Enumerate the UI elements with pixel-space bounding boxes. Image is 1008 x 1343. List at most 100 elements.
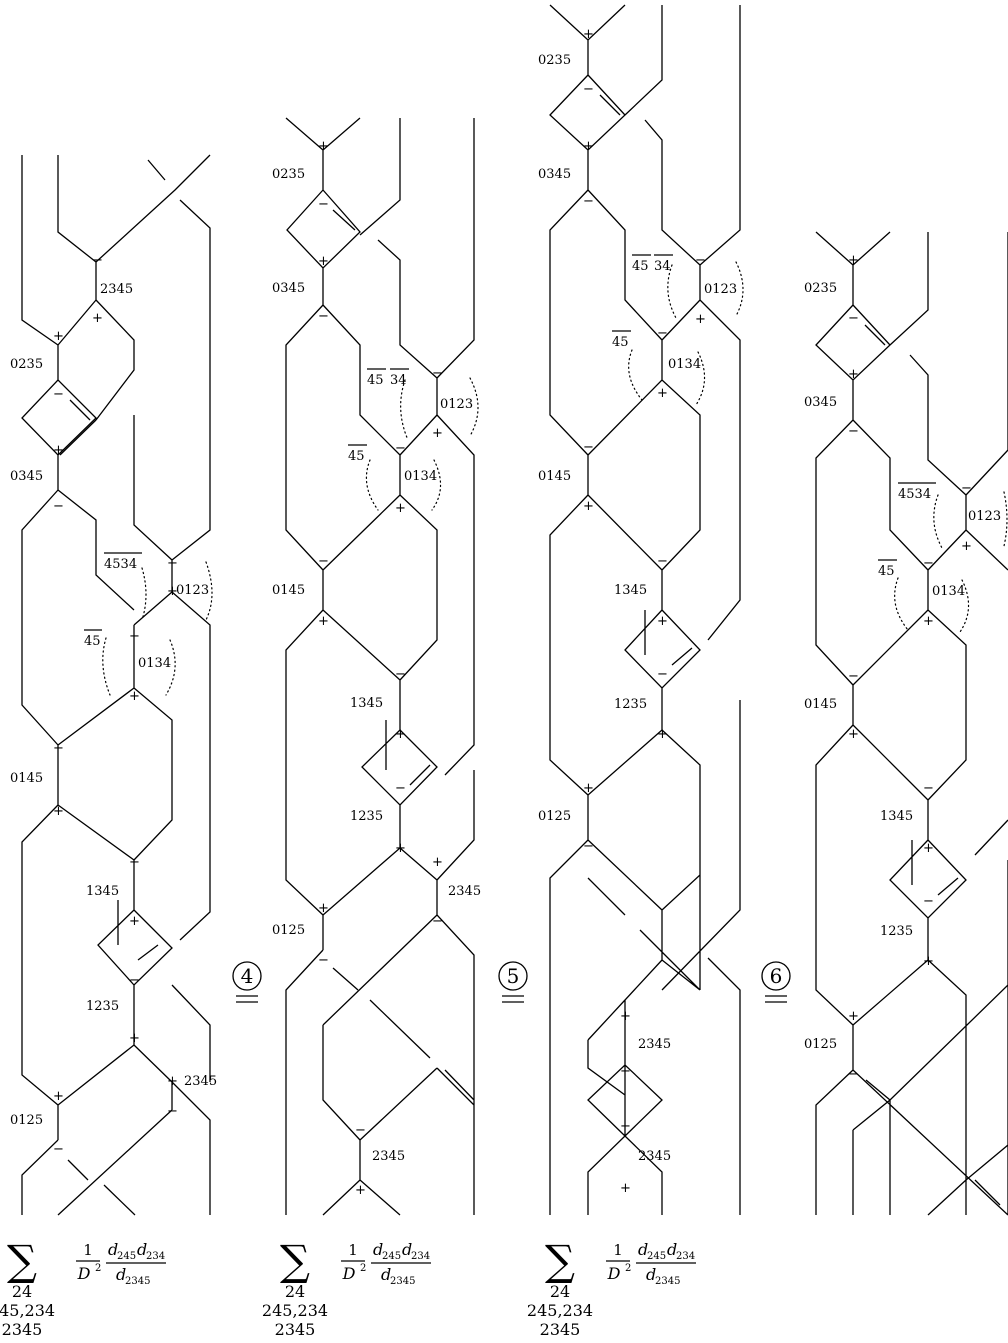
minus-sign: − <box>657 667 668 682</box>
label-45: 45 <box>878 564 895 579</box>
minus-sign: − <box>318 953 329 968</box>
label-1345: 1345 <box>880 809 913 824</box>
minus-sign: − <box>583 82 594 97</box>
plus-sign: + <box>53 329 64 344</box>
label-0145: 0145 <box>538 469 571 484</box>
fraction-numerator: 1 <box>348 1241 358 1259</box>
label-2345: 2345 <box>638 1037 671 1052</box>
label-1345: 1345 <box>350 696 383 711</box>
plus-sign: + <box>53 1089 64 1104</box>
summation-sign: ∑ <box>545 1236 575 1285</box>
label-0125: 0125 <box>272 923 305 938</box>
minus-sign: − <box>395 441 406 456</box>
plus-sign: + <box>583 139 594 154</box>
plus-sign: + <box>583 499 594 514</box>
minus-sign: − <box>129 855 140 870</box>
plus-sign: + <box>53 443 64 458</box>
sum-index: 24 <box>12 1282 32 1301</box>
plus-sign: + <box>923 954 934 969</box>
label-0145: 0145 <box>272 583 305 598</box>
plus-sign: + <box>129 689 140 704</box>
minus-sign: − <box>318 309 329 324</box>
step-marker-5: 5 <box>499 962 527 1002</box>
minus-sign: − <box>583 194 594 209</box>
label-1345: 1345 <box>614 583 647 598</box>
label-2345: 2345 <box>448 884 481 899</box>
superscript: 2 <box>95 1263 101 1274</box>
subscript: 2345 <box>655 1276 680 1287</box>
label-0134: 0134 <box>404 469 437 484</box>
formula-1: ∑ 24 245,234 2345 1 D 2 d 245 d 234 d 23… <box>0 1236 166 1339</box>
subscript: 234 <box>676 1251 695 1262</box>
minus-sign: − <box>583 839 594 854</box>
label-34: 34 <box>390 373 407 388</box>
fraction-denominator: D <box>607 1264 621 1283</box>
label-2345: 2345 <box>184 1074 217 1089</box>
fraction-numerator: 1 <box>613 1241 623 1259</box>
label-2345: 2345 <box>638 1149 671 1164</box>
minus-sign: − <box>848 424 859 439</box>
subscript: 2345 <box>390 1276 415 1287</box>
minus-sign: − <box>432 366 443 381</box>
plus-sign: + <box>848 1009 859 1024</box>
minus-sign: − <box>53 499 64 514</box>
minus-sign: − <box>92 253 103 268</box>
minus-sign: − <box>395 667 406 682</box>
subscript: 234 <box>146 1251 165 1262</box>
sum-index: 24 <box>285 1282 305 1301</box>
plus-sign: + <box>657 727 668 742</box>
sum-index: 2345 <box>275 1320 316 1339</box>
label-0125: 0125 <box>804 1037 837 1052</box>
label-0125: 0125 <box>10 1113 43 1128</box>
diagram-panel-2: 0235 0345 45 34 0123 45 0134 0145 1345 1… <box>272 118 481 1215</box>
sum-index: 2345 <box>2 1320 43 1339</box>
label-0134: 0134 <box>138 656 171 671</box>
diagram-panel-4: 0235 0345 4534 0123 45 0134 0145 1345 12… <box>804 232 1008 1215</box>
diagram-panel-1: 2345 0235 0345 0123 0134 4534 45 0145 13… <box>10 155 217 1215</box>
minus-sign: − <box>167 1104 178 1119</box>
minus-sign: − <box>583 440 594 455</box>
minus-sign: − <box>923 781 934 796</box>
minus-sign: − <box>620 1064 631 1079</box>
plus-sign: + <box>432 426 443 441</box>
plus-sign: + <box>53 804 64 819</box>
label-0123: 0123 <box>440 397 473 412</box>
plus-sign: + <box>848 367 859 382</box>
minus-sign: − <box>961 481 972 496</box>
plus-sign: + <box>848 253 859 268</box>
label-1235: 1235 <box>86 999 119 1014</box>
minus-sign: − <box>53 741 64 756</box>
minus-sign: − <box>129 973 140 988</box>
subscript: 245 <box>382 1251 401 1262</box>
minus-sign: − <box>395 781 406 796</box>
label-0235: 0235 <box>538 53 571 68</box>
plus-sign: + <box>92 311 103 326</box>
fraction-denominator: D <box>77 1264 91 1283</box>
diagram-panel-3: 0235 0345 45 34 0123 45 0134 0145 1345 1… <box>538 5 743 1215</box>
minus-sign: − <box>318 197 329 212</box>
minus-sign: − <box>318 554 329 569</box>
fraction-denominator: D <box>342 1264 356 1283</box>
minus-sign: − <box>657 326 668 341</box>
plus-sign: + <box>395 727 406 742</box>
label-0134: 0134 <box>932 584 965 599</box>
plus-sign: + <box>583 27 594 42</box>
minus-sign: − <box>53 1142 64 1157</box>
step-number: 5 <box>507 964 520 988</box>
sum-index: 245,234 <box>262 1301 328 1320</box>
label-2345: 2345 <box>372 1149 405 1164</box>
label-0235: 0235 <box>10 357 43 372</box>
label-34: 34 <box>654 259 671 274</box>
minus-sign: − <box>432 914 443 929</box>
minus-sign: − <box>848 311 859 326</box>
plus-sign: + <box>620 1181 631 1196</box>
formula-3: ∑ 24 245,234 2345 1 D 2 d 245 d 234 d 23… <box>527 1236 696 1339</box>
plus-sign: + <box>318 254 329 269</box>
label-45: 45 <box>84 634 101 649</box>
subscript: 234 <box>411 1251 430 1262</box>
formula-2: ∑ 24 245,234 2345 1 D 2 d 245 d 234 d 23… <box>262 1236 431 1339</box>
minus-sign: − <box>355 1123 366 1138</box>
step-marker-4: 4 <box>233 962 261 1002</box>
plus-sign: + <box>395 841 406 856</box>
